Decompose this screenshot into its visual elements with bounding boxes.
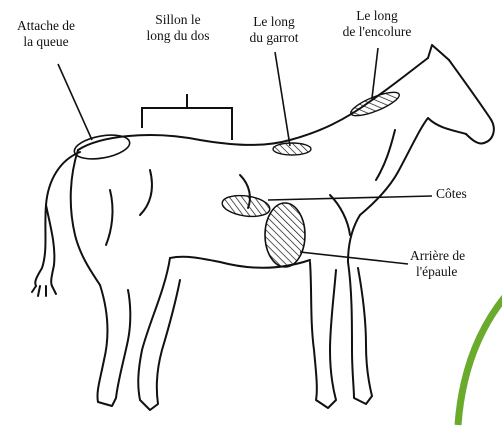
horse-outline [32, 45, 494, 410]
label-withers: Le long du garrot [234, 14, 314, 46]
label-ribs: Côtes [436, 186, 502, 202]
back-groove-bracket [142, 94, 232, 140]
ribs-area [221, 193, 271, 219]
label-neck: Le long de l'encolure [330, 8, 424, 40]
accent-arc [458, 280, 502, 425]
label-tail-attachment: Attache de la queue [6, 18, 86, 50]
behind-shoulder-area [265, 203, 305, 267]
withers-area [273, 143, 311, 155]
neck-area [348, 88, 401, 120]
label-behind-shoulder: Arrière de l'épaule [410, 248, 502, 280]
label-back-groove: Sillon le long du dos [128, 12, 228, 44]
